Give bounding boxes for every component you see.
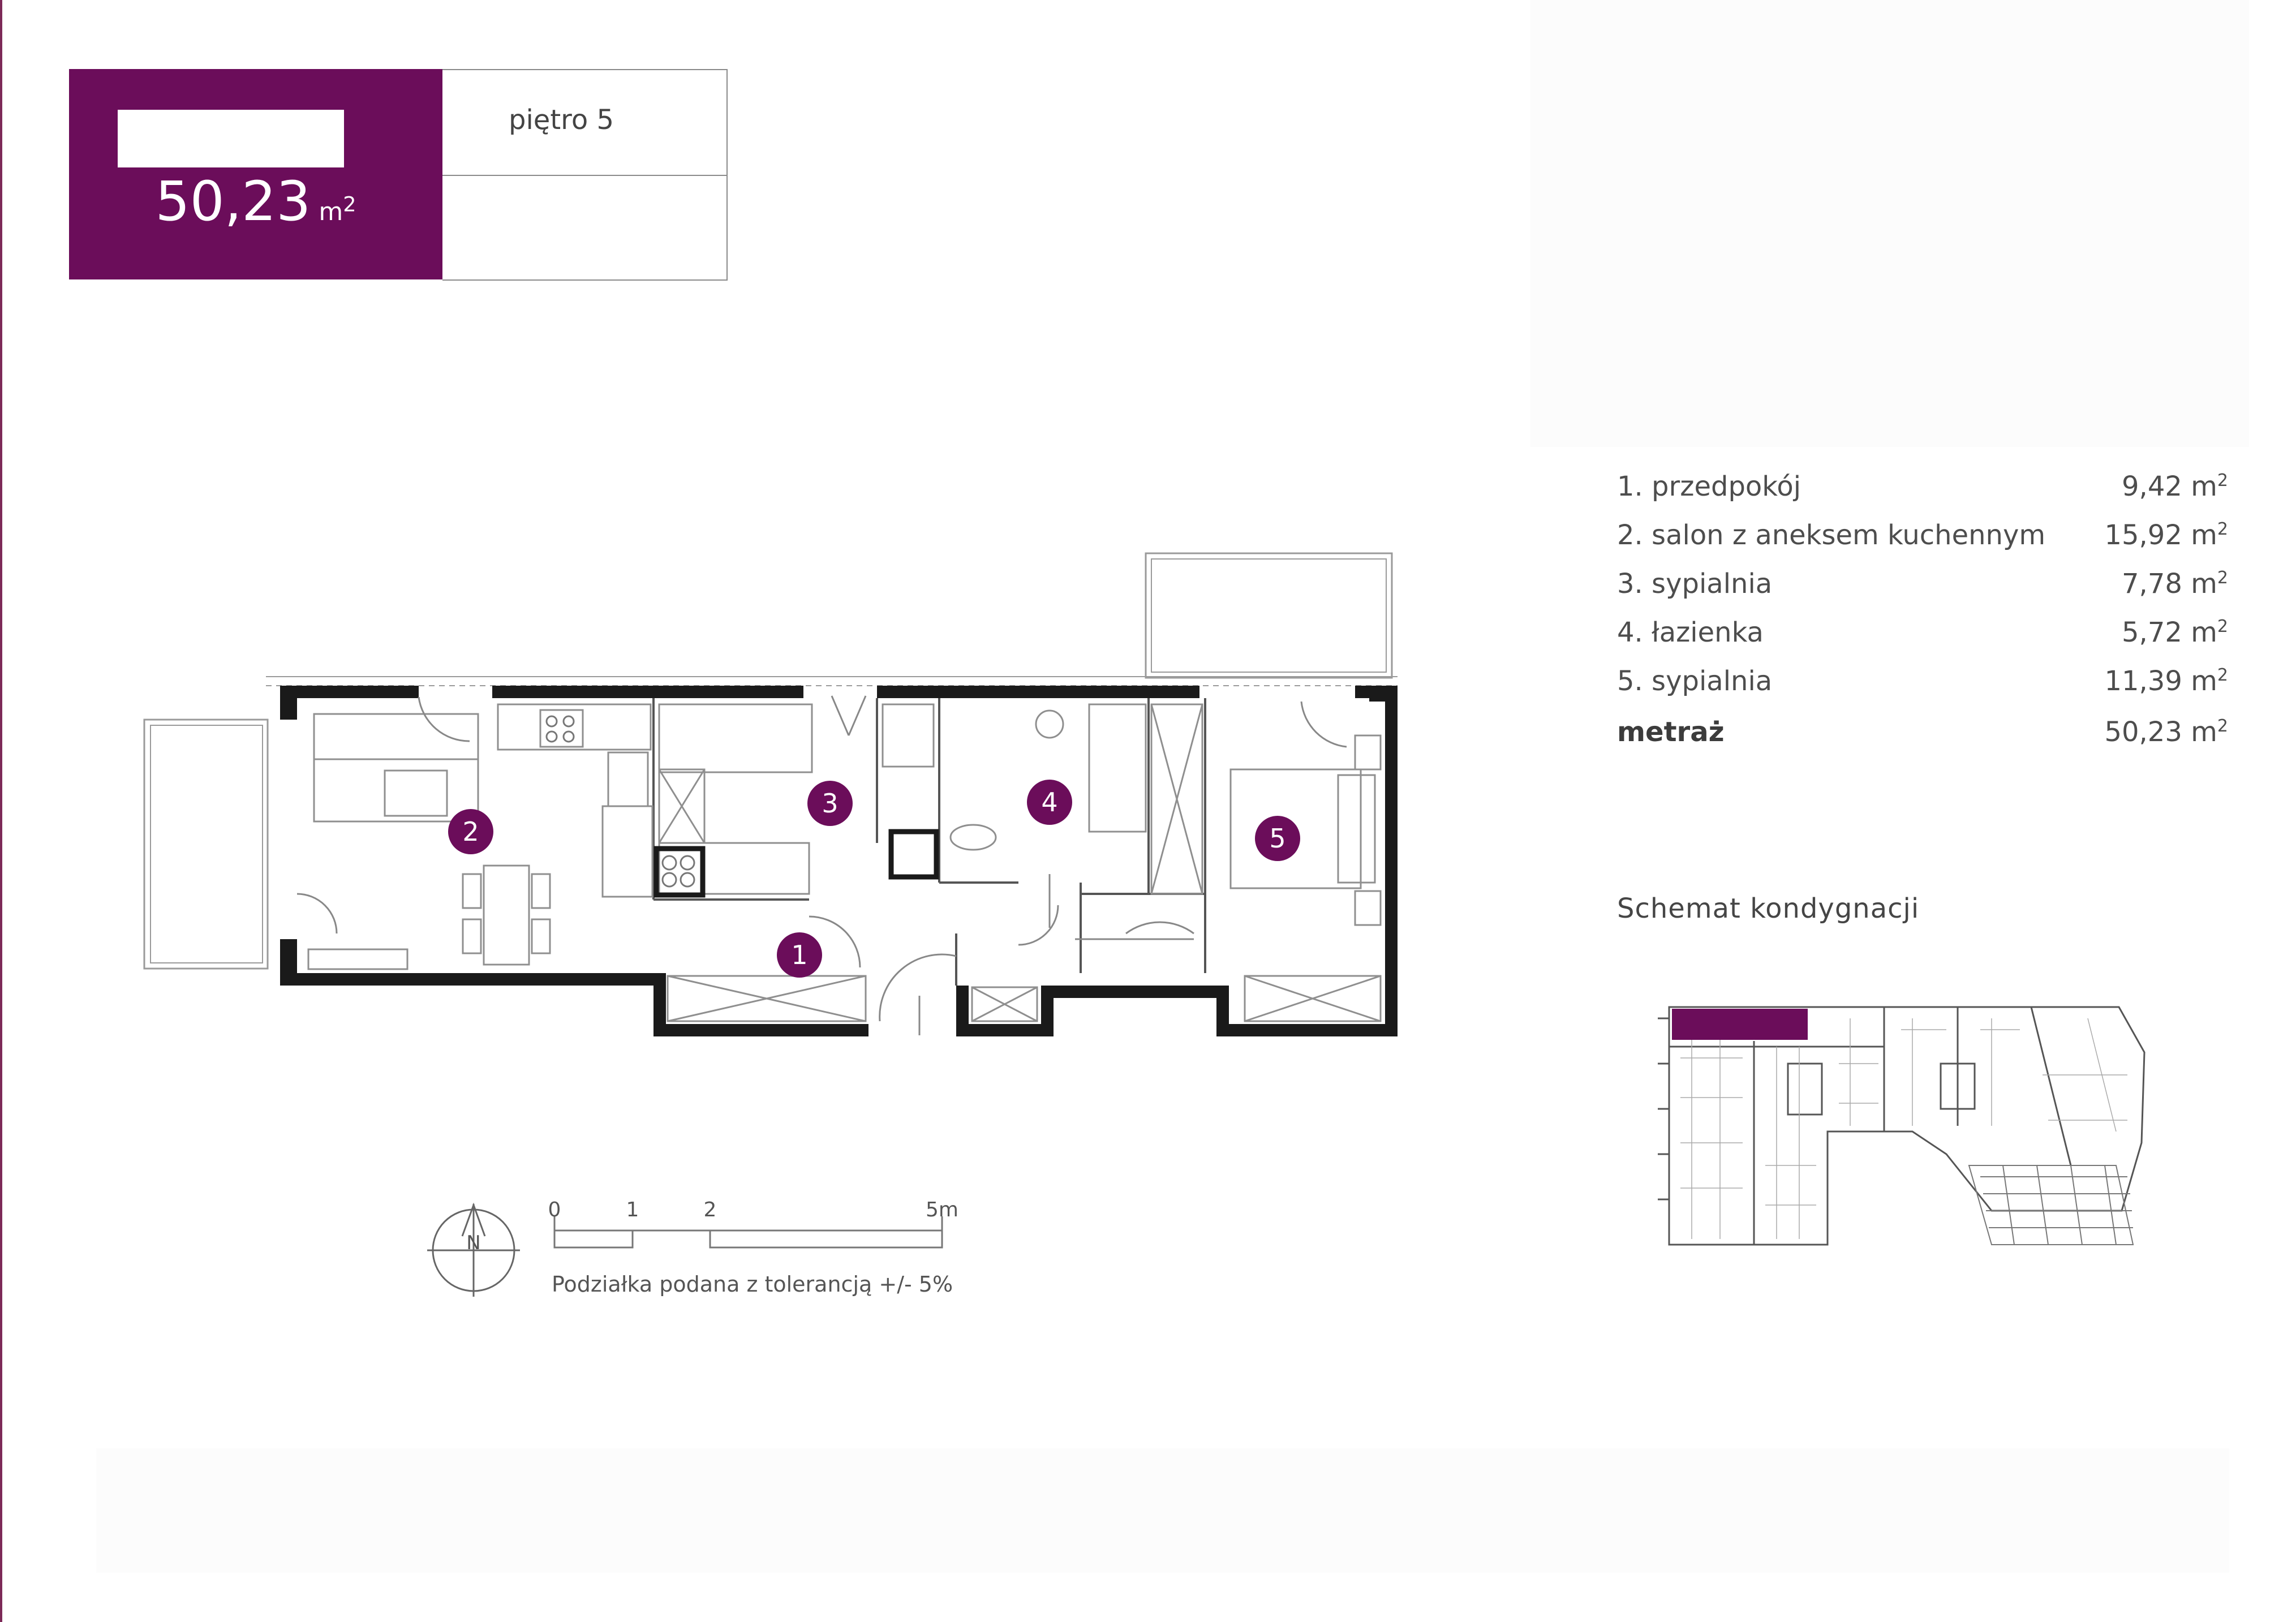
room-row: 2. salon z aneksem kuchennym 15,92 m2 [1617,519,2228,565]
compass-icon [427,1202,520,1297]
room-marker-1: 1 [791,940,807,970]
scale-tick: 5m [926,1198,958,1221]
scale-tick: 0 [548,1198,561,1221]
floor-label: piętro 5 [509,104,614,136]
apartment-highlight [1672,1009,1808,1040]
furniture [307,703,1382,1022]
room-name: 5. sypialnia [1617,665,1773,697]
room-name: 1. przedpokój [1617,471,1801,502]
scale-bar [553,1216,943,1249]
room-area: 15,92 m2 [2104,519,2228,551]
room-row: 3. sypialnia 7,78 m2 [1617,568,2228,613]
room-name: 4. łazienka [1617,617,1764,648]
north-label: N [466,1232,480,1254]
terrace-hatch [1968,1165,2134,1245]
floor-plan: 1 2 3 4 5 [143,552,1398,1036]
left-balcony [143,719,269,970]
scale-tick: 1 [626,1198,639,1221]
room-row: 1. przedpokój 9,42 m2 [1617,471,2228,516]
room-area: 9,42 m2 [2122,471,2228,502]
scale-caption: Podziałka podana z tolerancją +/- 5% [552,1272,953,1297]
floor-schema [1658,1006,2145,1246]
room-area: 11,39 m2 [2104,665,2228,697]
room-row: 4. łazienka 5,72 m2 [1617,617,2228,662]
scale-and-compass: N 0 1 2 5m [427,1198,958,1297]
room-marker-4: 4 [1041,787,1057,818]
floor-schema-title: Schemat kondygnacji [1617,893,1920,924]
room-area: 7,78 m2 [2122,568,2228,600]
total-label: metraż [1617,716,1725,748]
walls [280,686,1398,1036]
apartment-label-placeholder [118,110,344,167]
page-edge-line [0,0,2,1622]
room-name: 2. salon z aneksem kuchennym [1617,519,2046,551]
room-marker-5: 5 [1269,823,1285,854]
total-area: 50,23 m2 [2104,716,2228,748]
room-marker-2: 2 [462,816,479,847]
room-markers: 1 2 3 4 5 [448,780,1300,978]
footer-panel [96,1448,2229,1573]
room-name: 3. sypialnia [1617,568,1773,600]
room-area: 5,72 m2 [2122,617,2228,648]
right-balcony [1145,552,1393,679]
room-row: 5. sypialnia 11,39 m2 [1617,665,2228,711]
total-area-row: metraż 50,23 m2 [1617,716,2228,761]
room-marker-3: 3 [822,788,838,819]
floor-cell: piętro 5 [442,70,726,176]
background-panel [1530,0,2249,447]
scale-tick: 2 [704,1198,717,1221]
info-cells: piętro 5 [442,69,728,281]
